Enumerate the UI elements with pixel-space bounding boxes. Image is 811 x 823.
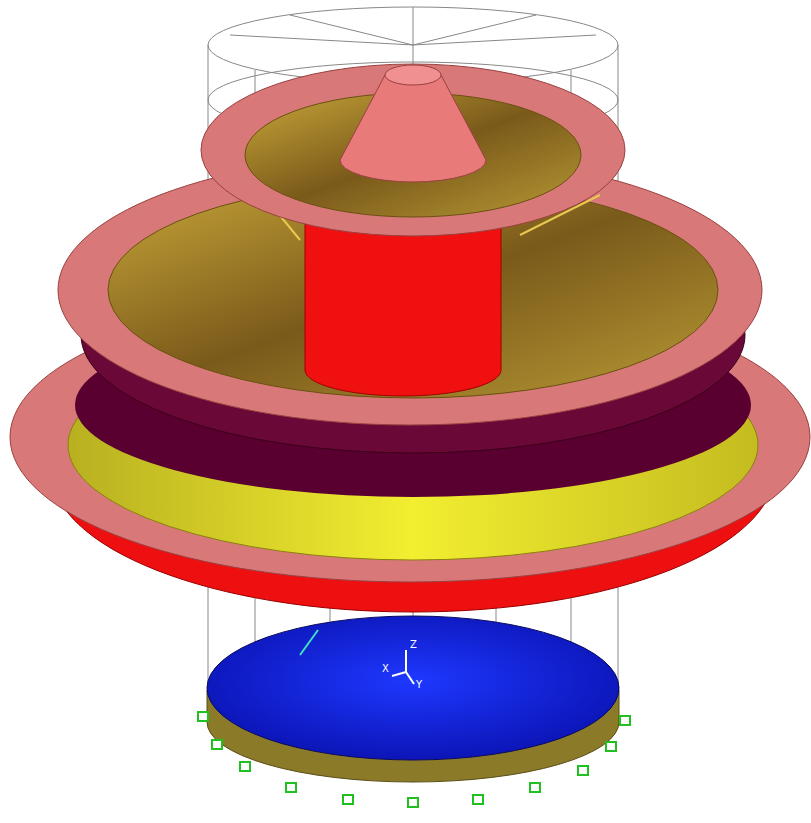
axis-triad (392, 650, 414, 684)
top-flange (201, 64, 625, 236)
axis-label: Y (416, 680, 422, 690)
base-cone (207, 616, 619, 760)
axis-label: X (382, 664, 389, 674)
top-cone (340, 75, 486, 182)
base-mark (300, 630, 318, 655)
axis-label: Z (410, 640, 417, 650)
support-symbols (198, 712, 630, 807)
cone-cap (385, 65, 441, 85)
